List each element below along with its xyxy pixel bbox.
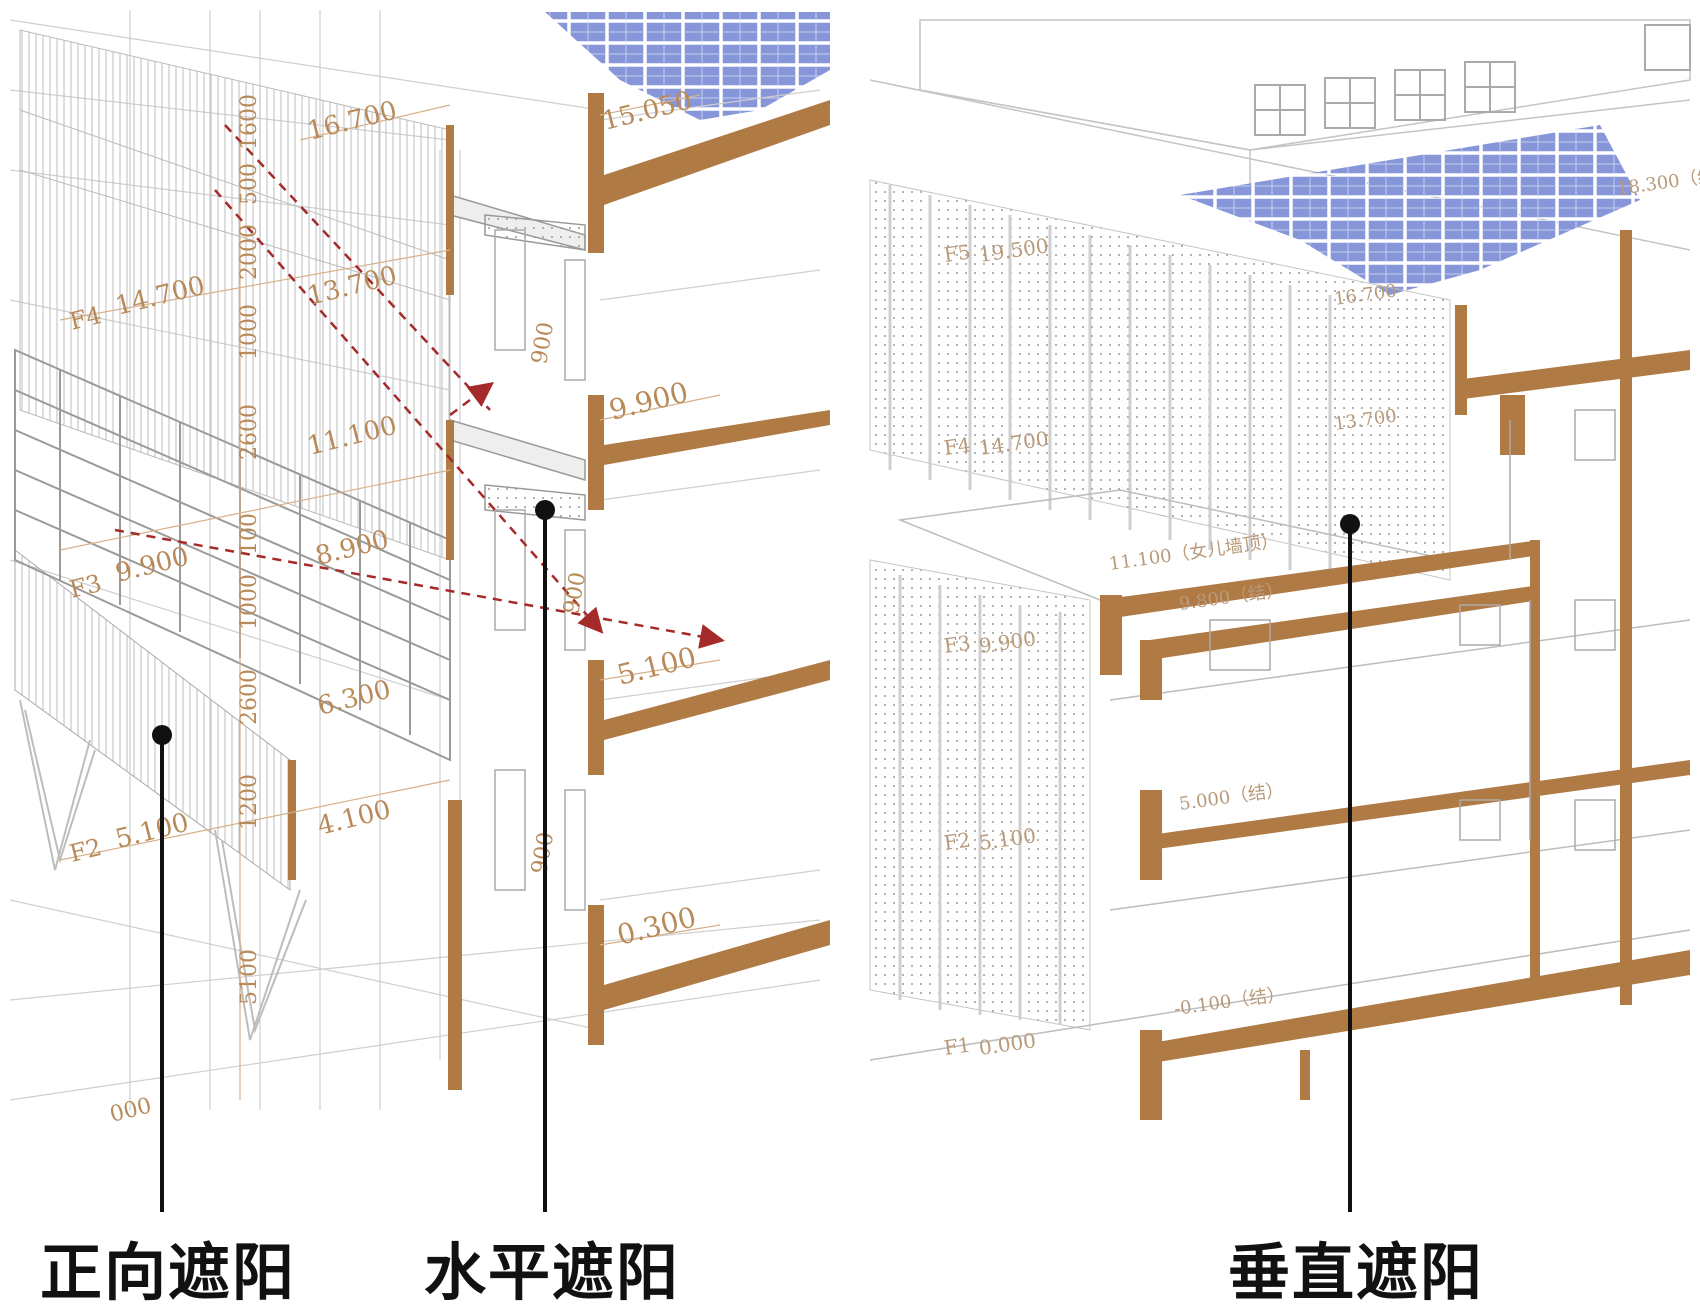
dim-1600: 1600 xyxy=(237,94,262,150)
dim-2600-lower: 2600 xyxy=(237,669,262,725)
solar-panels-left xyxy=(545,12,830,120)
dim-500: 500 xyxy=(237,163,262,205)
leader-lines xyxy=(160,510,1352,1212)
horizontal-shades xyxy=(449,193,586,521)
caption-vertical-shading: 垂直遮阳 xyxy=(1228,1236,1485,1309)
leader-dot-front xyxy=(152,725,172,745)
dimension-lines xyxy=(59,94,721,1100)
right-panel: F5 19.500 F4 14.700 F3 9.900 F2 5.100 F1… xyxy=(868,10,1700,1120)
floor-f4-right: F4 xyxy=(942,432,972,459)
dim-2000: 2000 xyxy=(237,224,262,280)
floor-f3-right: F3 xyxy=(942,630,972,657)
caption-front-shading: 正向遮阳 xyxy=(40,1236,297,1309)
structure-left xyxy=(288,93,830,1090)
windows-left xyxy=(494,229,586,911)
dim-1000-lower: 1000 xyxy=(237,574,262,630)
windows-right xyxy=(1209,409,1616,851)
grid-roof xyxy=(14,348,451,762)
leader-dot-vertical xyxy=(1340,514,1360,534)
floor-f5-right: F5 xyxy=(942,239,972,266)
floor-f1-right: F1 xyxy=(942,1032,972,1059)
dim-1200: 1200 xyxy=(237,774,262,830)
dim-5100: 5100 xyxy=(237,949,262,1005)
front-shade-mass xyxy=(14,548,291,891)
leader-dot-horizontal xyxy=(535,500,555,520)
leader-dots xyxy=(152,500,1360,745)
floor-f2-right: F2 xyxy=(942,827,972,854)
top-fin-mass xyxy=(19,29,451,301)
left-panel: 16.700 15.050 14.700 13.700 11.100 9.900… xyxy=(9,10,830,1128)
caption-horizontal-shading: 水平遮阳 xyxy=(424,1236,681,1309)
fin-lines xyxy=(888,185,1332,1025)
structure-right xyxy=(1100,230,1690,1120)
dim-2600-upper: 2600 xyxy=(237,404,262,460)
dim-1000-upper: 1000 xyxy=(237,304,262,360)
dim-100: 100 xyxy=(237,513,262,555)
upper-windows xyxy=(1254,24,1691,136)
sun-angle-arrows xyxy=(114,124,725,649)
solar-panels-right xyxy=(1180,125,1640,295)
